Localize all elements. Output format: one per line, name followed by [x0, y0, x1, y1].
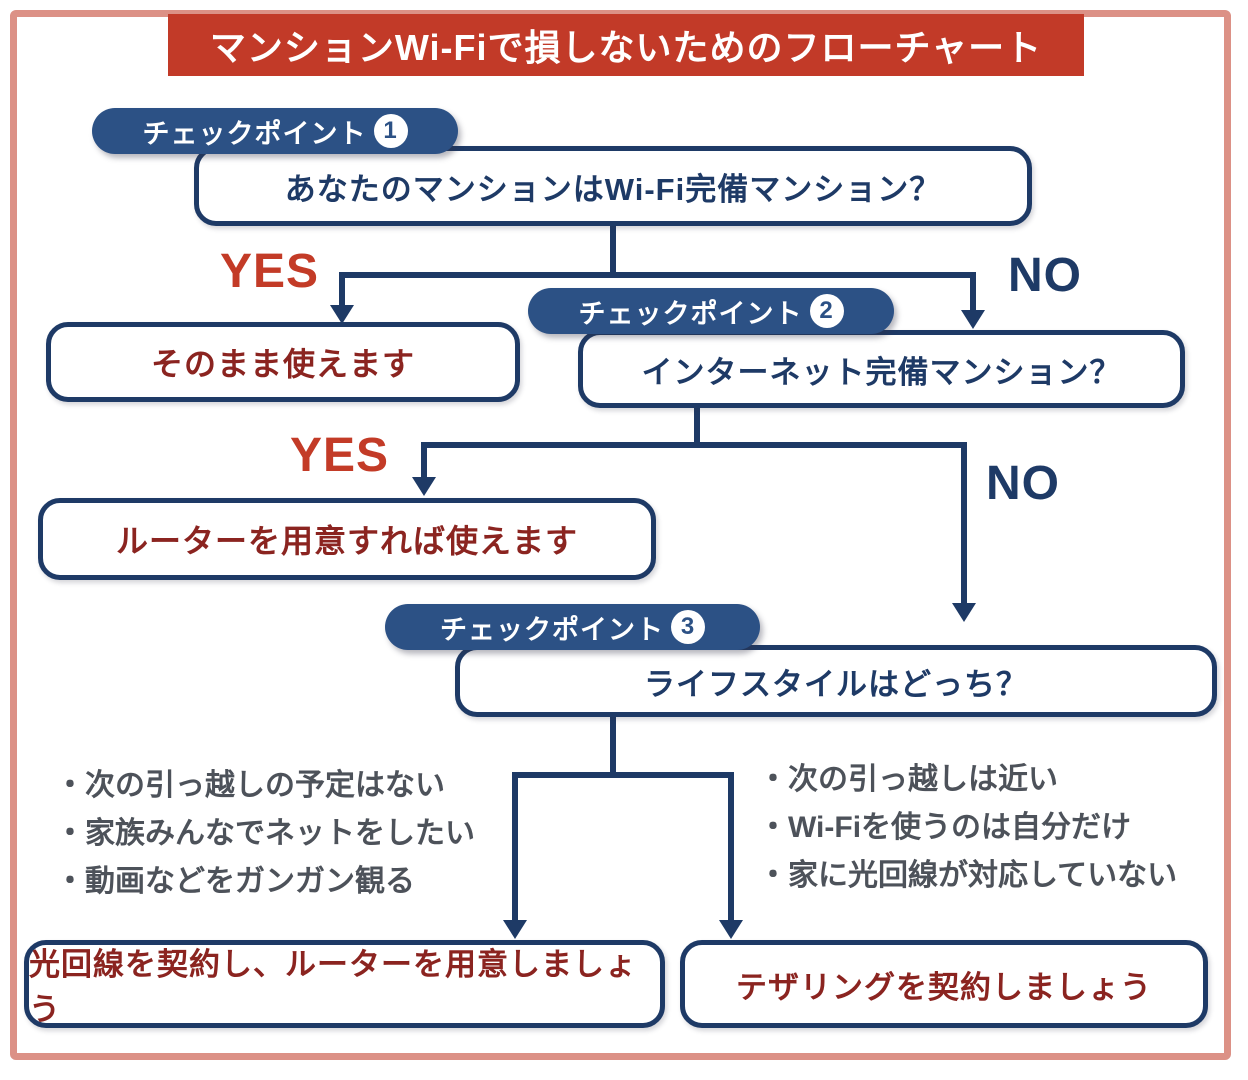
list-item: ・家に光回線が対応していない: [758, 859, 1178, 892]
connector-tethering-down: [728, 772, 734, 922]
checkpoint-3-pill: チェックポイント 3: [385, 604, 760, 650]
arrow-down-icon: [330, 305, 354, 324]
result-box-use-as-is: そのまま使えます: [46, 322, 520, 402]
result-box-router: ルーターを用意すれば使えます: [38, 498, 656, 580]
result-use-as-is-text: そのまま使えます: [150, 346, 415, 382]
result-box-fiber: 光回線を契約し、ルーターを用意しましょう: [24, 940, 665, 1028]
list-item: ・家族みんなでネットをしたい: [55, 817, 475, 850]
outer-frame: [10, 10, 1231, 1060]
checkpoint-3-label: チェックポイント: [440, 614, 664, 645]
no-label-1: NO: [1008, 249, 1082, 302]
yes-label-1: YES: [220, 245, 320, 298]
connector-q1-down: [610, 226, 616, 276]
arrow-down-icon: [719, 920, 743, 939]
question-2-box: インターネット完備マンション？: [578, 330, 1185, 408]
checkpoint-2-number: 2: [809, 294, 844, 328]
arrow-down-icon: [503, 920, 527, 939]
lifestyle-list-left: ・次の引っ越しの予定はない ・家族みんなでネットをしたい ・動画などをガンガン観…: [55, 762, 475, 906]
connector-q3-down: [610, 717, 616, 778]
connector-no1-down: [970, 272, 976, 312]
connector-yes2-down: [421, 442, 427, 478]
connector-yes1-down: [339, 272, 345, 308]
checkpoint-2-label: チェックポイント: [578, 298, 803, 329]
question-1-text: あなたのマンションはWi-Fi完備マンション？: [284, 171, 942, 207]
yes-label-2: YES: [290, 429, 390, 482]
checkpoint-1-label: チェックポイント: [142, 118, 367, 149]
question-1-box: あなたのマンションはWi-Fi完備マンション？: [194, 146, 1032, 226]
checkpoint-1-number: 1: [373, 114, 408, 148]
connector-q2-down: [694, 408, 700, 445]
list-item: ・次の引っ越しは近い: [758, 763, 1058, 796]
arrow-down-icon: [952, 603, 976, 622]
connector-fiber-down: [512, 772, 518, 922]
connector-no2-down: [961, 442, 967, 604]
question-2-text: インターネット完備マンション？: [641, 354, 1122, 390]
arrow-down-icon: [412, 477, 436, 496]
connector-branch2-horizontal: [421, 442, 967, 448]
no-label-2: NO: [986, 457, 1060, 510]
question-3-text: ライフスタイルはどっち？: [644, 666, 1028, 702]
question-3-box: ライフスタイルはどっち？: [455, 645, 1217, 717]
list-item: ・Wi-Fiを使うのは自分だけ: [758, 811, 1132, 844]
lifestyle-list-right: ・次の引っ越しは近い ・Wi-Fiを使うのは自分だけ ・家に光回線が対応していな…: [758, 756, 1177, 900]
title-banner: マンションWi-Fiで損しないためのフローチャート: [168, 14, 1084, 76]
checkpoint-3-number: 3: [671, 610, 705, 644]
arrow-down-icon: [961, 310, 985, 329]
result-tethering-text: テザリングを契約しましょう: [736, 969, 1152, 1005]
result-router-text: ルーターを用意すれば使えます: [115, 523, 578, 559]
page-title: マンションWi-Fiで損しないためのフローチャート: [209, 27, 1043, 68]
connector-branch3-horizontal: [512, 772, 734, 778]
list-item: ・次の引っ越しの予定はない: [55, 769, 445, 802]
result-box-tethering: テザリングを契約しましょう: [680, 940, 1208, 1028]
result-fiber-text: 光回線を契約し、ルーターを用意しましょう: [29, 947, 637, 1027]
connector-branch1-horizontal: [339, 272, 976, 278]
list-item: ・動画などをガンガン観る: [55, 865, 415, 898]
checkpoint-2-pill: チェックポイント 2: [528, 288, 894, 334]
checkpoint-1-pill: チェックポイント 1: [92, 108, 458, 154]
